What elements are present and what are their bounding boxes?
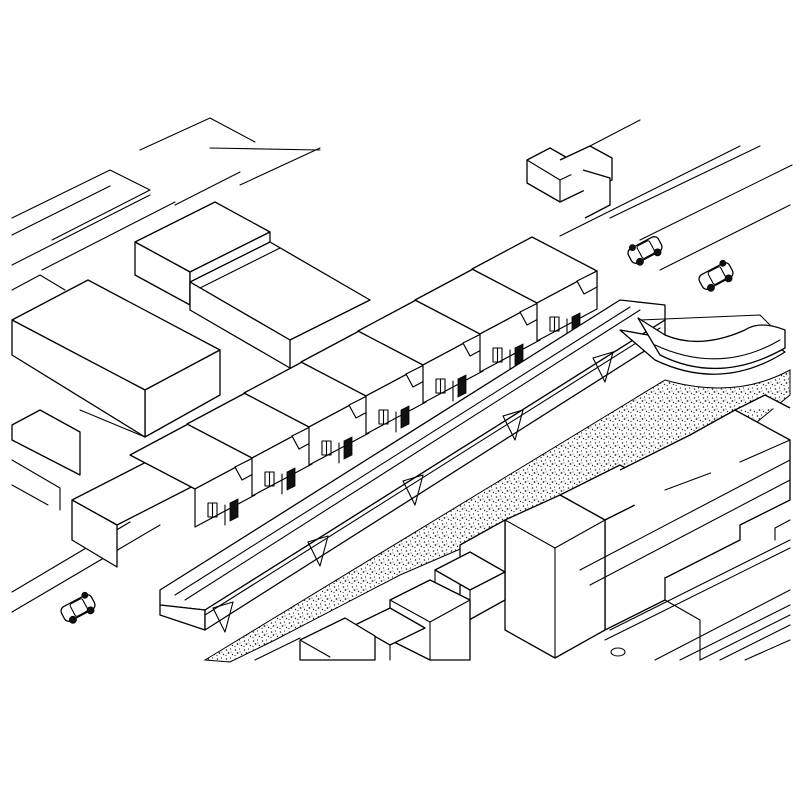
unit-8: [471, 236, 598, 342]
walkway-bracket: [212, 601, 234, 633]
walkway-bracket: [592, 351, 614, 383]
unit-4: [243, 360, 370, 466]
road-upper: [11, 145, 793, 613]
walkway-bracket: [307, 535, 329, 567]
car-top-left: [627, 236, 663, 266]
main-building: [71, 236, 786, 633]
walkway-bracket: [402, 474, 424, 506]
car-bottom-left: [60, 591, 96, 624]
walkway-bracket: [502, 409, 524, 441]
car-top-right: [698, 259, 734, 292]
neighbouring-buildings-south: [254, 394, 791, 661]
neighbouring-buildings-north: [11, 117, 641, 511]
